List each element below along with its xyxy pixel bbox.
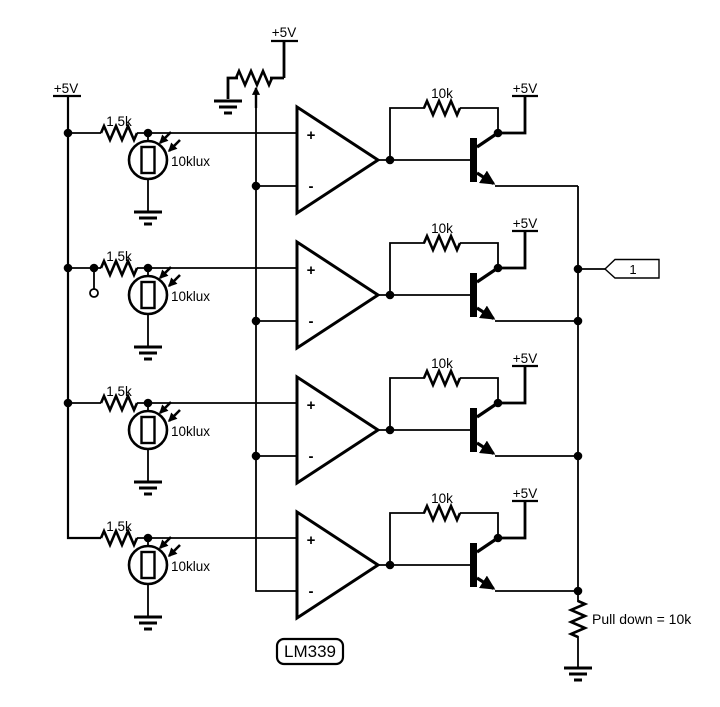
inverting-label: - [309, 178, 314, 195]
junction-dots [63, 398, 583, 461]
comparator [295, 104, 381, 216]
rail-wire [577, 186, 605, 668]
supply-label: +5V [54, 81, 78, 96]
photoresistor-label: 10klux [171, 289, 210, 304]
series-resistor-label: 1.5k [106, 249, 132, 264]
channel-2: +5V 1.5k 10klux + - 10k [63, 216, 583, 361]
feedback-resistor [422, 504, 462, 522]
series-resistor-label: 1.5k [106, 519, 132, 534]
junction-dots [63, 263, 583, 326]
ground-symbol [132, 480, 164, 496]
feedback-resistor-label: 10k [431, 356, 453, 371]
feedback-resistor-label: 10k [431, 491, 453, 506]
inverting-label: - [309, 583, 314, 600]
inverting-label: - [309, 313, 314, 330]
output-rail: Pull down = 10k 1 [562, 186, 692, 682]
ground-symbol [562, 666, 594, 682]
photoresistor-label: 10klux [171, 154, 210, 169]
threshold-potentiometer: +5V [212, 25, 298, 592]
npn-transistor [470, 134, 497, 184]
feedback-resistor-label: 10k [431, 86, 453, 101]
pot-wires [226, 42, 286, 99]
ground-symbol [132, 210, 164, 226]
feedback-resistor [422, 234, 462, 252]
feedback-resistor [422, 369, 462, 387]
inverting-label: - [309, 448, 314, 465]
part-label-text: LM339 [284, 642, 336, 661]
pulldown-label: Pull down = 10k [592, 611, 692, 627]
comparator [295, 509, 381, 621]
noninverting-label: + [307, 397, 316, 414]
npn-transistor [470, 539, 497, 589]
power-rail [66, 97, 101, 540]
supply-label: +5V [513, 351, 537, 366]
supply-label: +5V [513, 486, 537, 501]
feedback-resistor-label: 10k [431, 221, 453, 236]
part-label-box [275, 637, 345, 666]
photoresistor-label: 10klux [171, 559, 210, 574]
photoresistor-label: 10klux [171, 424, 210, 439]
noninverting-label: + [307, 127, 316, 144]
net-flag [603, 258, 660, 279]
npn-transistor [470, 269, 497, 319]
comparator [295, 374, 381, 486]
supply-stem [499, 366, 527, 405]
supply-label: +5V [513, 81, 537, 96]
comparator [295, 239, 381, 351]
part-label-chip: LM339 [275, 637, 345, 666]
net-flag-label: 1 [629, 262, 636, 277]
channel-3: +5V 1.5k 10klux + - 10k [63, 351, 583, 496]
supply-stem [499, 231, 527, 270]
noninverting-label: + [307, 262, 316, 279]
supply-stem [499, 501, 527, 540]
supply-label: +5V [513, 216, 537, 231]
channel-4: +5V 1.5k 10klux + - 10k [99, 486, 583, 631]
ground-symbol [132, 345, 164, 361]
npn-transistor [470, 404, 497, 454]
series-resistor-label: 1.5k [106, 384, 132, 399]
potentiometer-body [234, 69, 274, 87]
ground-symbol [212, 99, 244, 115]
supply-label: +5V [272, 25, 296, 40]
junction-dots [143, 533, 583, 596]
ground-symbol [132, 615, 164, 631]
left-supply-rail: +5V [53, 81, 101, 540]
pulldown-resistor [569, 599, 587, 639]
series-resistor-label: 1.5k [106, 114, 132, 129]
reference-rail [255, 92, 297, 592]
supply-stem [499, 96, 527, 135]
feedback-resistor [422, 99, 462, 117]
noninverting-label: + [307, 532, 316, 549]
junction-dots [63, 128, 503, 191]
test-terminal [89, 288, 99, 298]
channel-1: +5V 1.5k 10klux + - 10k [63, 81, 578, 226]
